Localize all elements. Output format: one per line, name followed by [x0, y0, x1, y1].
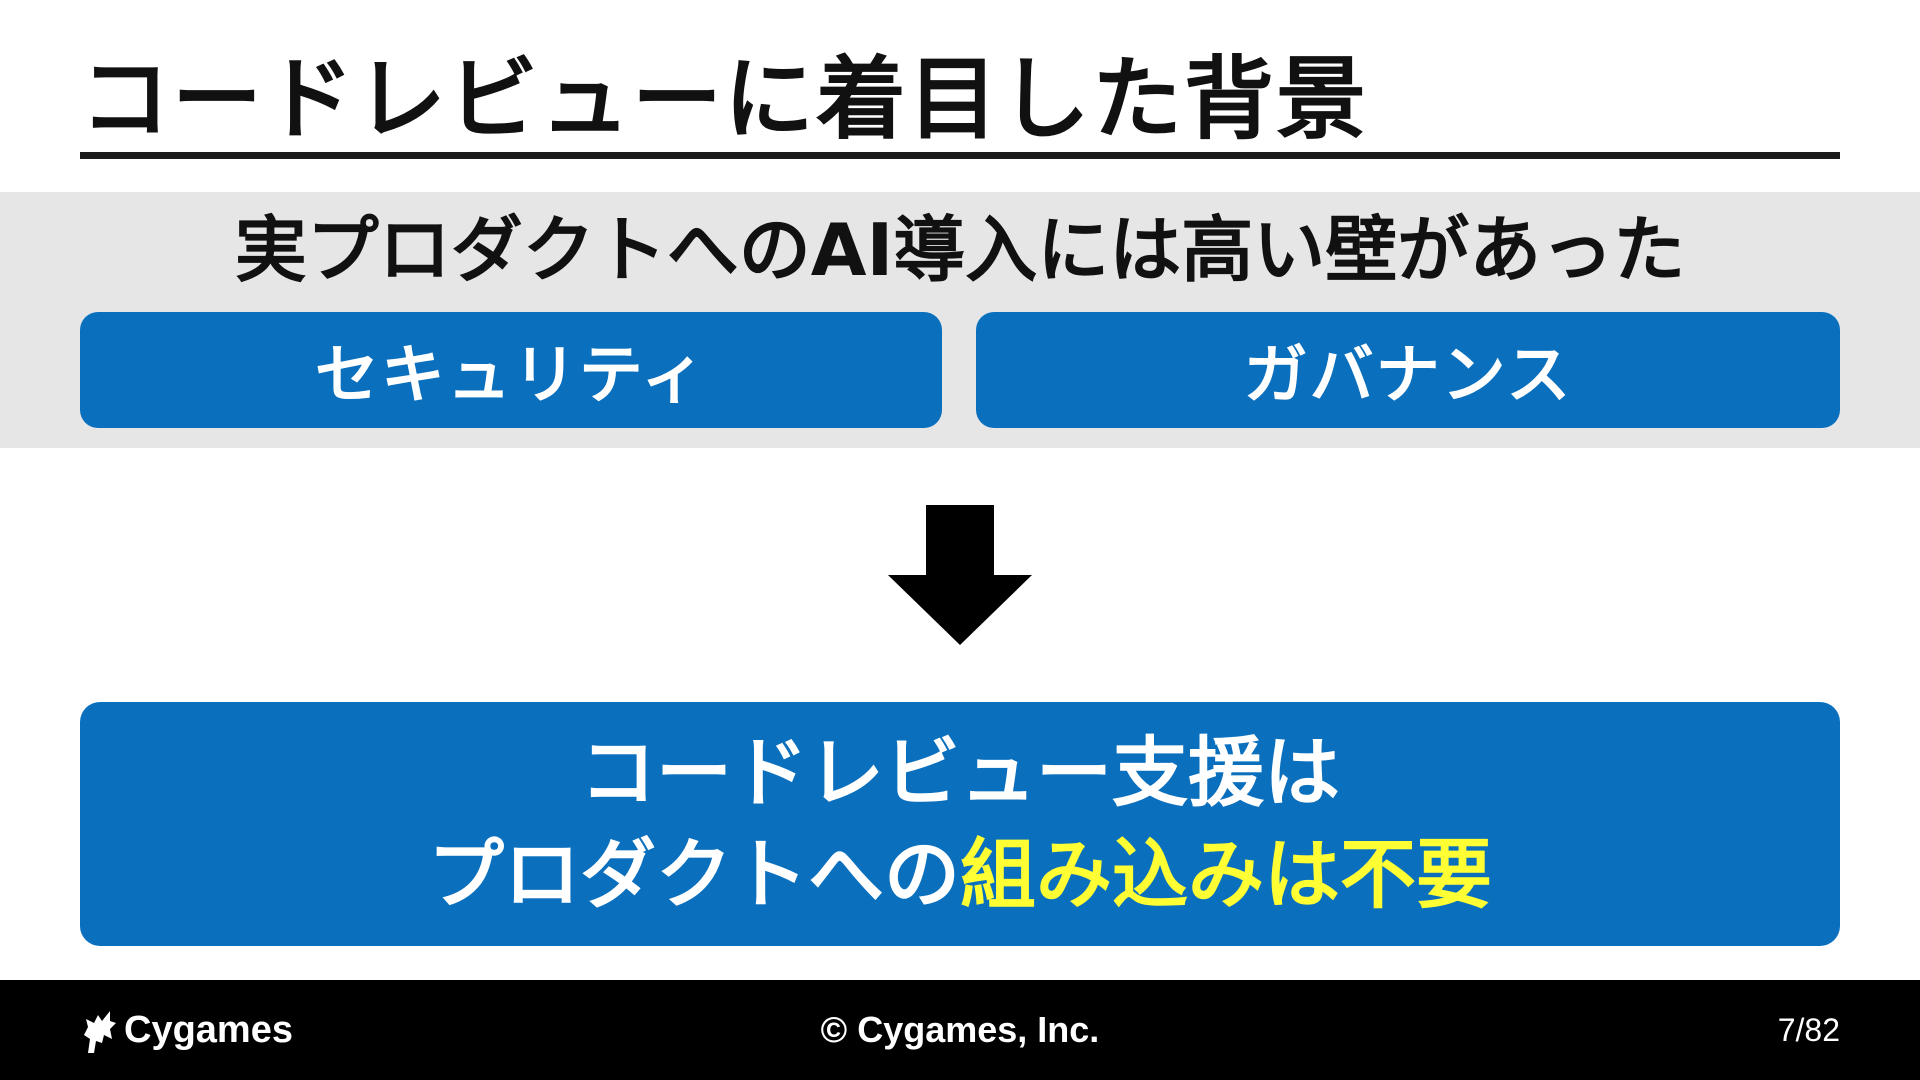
result-line-2-highlight: 組み込みは不要 [960, 830, 1492, 919]
result-line-1: コードレビュー支援は [580, 728, 1340, 817]
cygames-logo: Cygames [80, 1004, 293, 1056]
barrier-governance-label: ガバナンス [1243, 339, 1573, 413]
page-number: 7/82 [1777, 1012, 1840, 1048]
result-line-2: プロダクトへの組み込みは不要 [428, 824, 1492, 926]
slide-title: コードレビューに着目した背景 [80, 47, 1368, 152]
barrier-security: セキュリティ [80, 312, 942, 428]
footer-bar: Cygames © Cygames, Inc. 7/82 [0, 980, 1920, 1080]
down-arrow-icon [888, 505, 1032, 645]
logo-text: Cygames [124, 1008, 293, 1051]
barrier-security-label: セキュリティ [314, 339, 708, 413]
barrier-governance: ガバナンス [976, 312, 1840, 428]
result-box: コードレビュー支援は プロダクトへの組み込みは不要 [80, 702, 1840, 946]
copyright-text: © Cygames, Inc. [820, 1009, 1100, 1050]
cygames-logo-icon [84, 1011, 116, 1053]
result-line-2-normal: プロダクトへの [428, 830, 960, 919]
band-heading: 実プロダクトへのAI導入には高い壁があった [234, 208, 1686, 292]
title-underline [80, 152, 1840, 159]
